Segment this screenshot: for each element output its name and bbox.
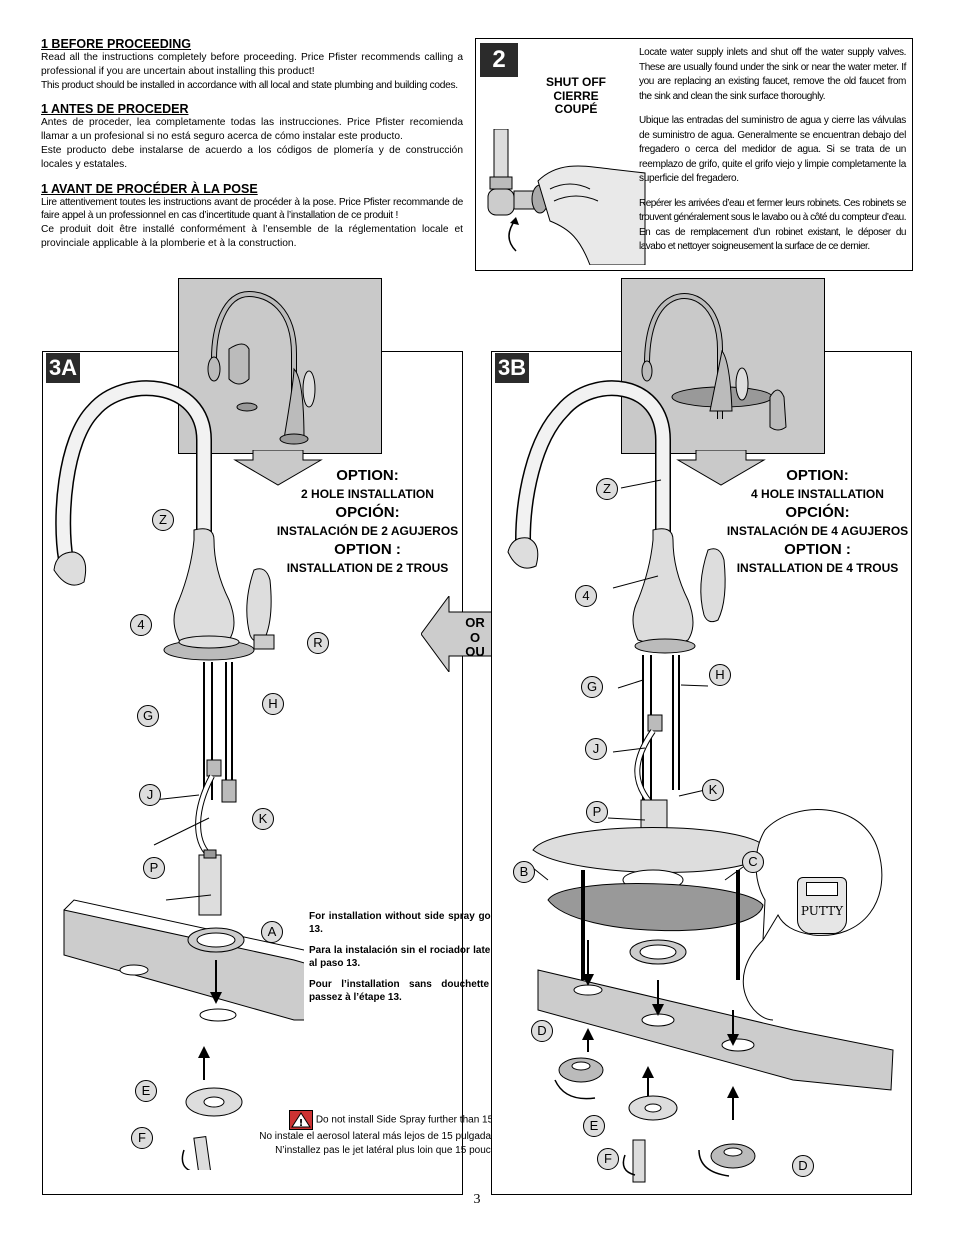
option-en-sub: 2 HOLE INSTALLATION (301, 487, 434, 501)
step-2-panel: 2 SHUT OFF CIERRE COUPÉ Locate water sup… (475, 38, 913, 271)
shutoff-valve-illustration (487, 129, 646, 265)
before-fr-title: 1 AVANT DE PROCÉDER À LA POSE (41, 181, 258, 196)
step-3a-faucet-illustration (53, 380, 304, 1170)
svg-text:!: ! (299, 1118, 304, 1129)
label-g-3b: G (581, 676, 603, 698)
step-3b-down-arrow (676, 450, 766, 486)
label-c-3b: C (742, 851, 764, 873)
step-3a-option-block: OPTION: 2 HOLE INSTALLATION OPCIÓN: INST… (270, 466, 465, 577)
option-es-sub-3b: INSTALACIÓN DE 4 AGUJEROS (726, 524, 909, 538)
step-2-number: 2 (480, 43, 518, 77)
before-en-text-2: This product should be installed in acco… (41, 79, 458, 91)
label-4-3b: 4 (575, 585, 597, 607)
label-p-3a: P (143, 857, 165, 879)
label-j-3b: J (585, 738, 607, 760)
before-en-title: 1 BEFORE PROCEEDING (41, 37, 192, 51)
step-3a-number: 3A (46, 353, 80, 383)
label-f-3a: F (131, 1127, 153, 1149)
before-en-text-1: Read all the instructions completely bef… (41, 52, 463, 77)
step-3a-down-arrow (233, 450, 323, 486)
option-fr-sub-3b: INSTALLATION DE 4 TROUS (736, 561, 899, 575)
label-k-3b: K (702, 779, 724, 801)
note-fr: Pour l’installation sans douchette latér… (309, 979, 528, 1003)
option-fr-heading: OPTION : (334, 541, 401, 558)
label-p-3b: P (586, 801, 608, 823)
warning-en: Do not install Side Spray further than 1… (315, 1114, 551, 1126)
label-g-3a: G (137, 705, 159, 727)
option-en-heading: OPTION: (336, 467, 399, 484)
label-b-3b: B (513, 861, 535, 883)
page-number: 3 (473, 1192, 481, 1207)
label-f-3b: F (597, 1148, 619, 1170)
warning-fr: N’installez pas le jet latéral plus loin… (275, 1145, 537, 1156)
option-fr-heading-3b: OPTION : (784, 541, 851, 558)
label-a-3a: A (261, 921, 283, 943)
label-z-3b: Z (596, 478, 618, 500)
putty-jar: PUTTY (797, 877, 847, 934)
before-proceeding-section: 1 BEFORE PROCEEDING Read all the instruc… (41, 37, 463, 251)
shutoff-label: SHUT OFF CIERRE COUPÉ (546, 75, 606, 116)
before-fr-text-2: Ce produit doit être installé conforméme… (41, 224, 463, 249)
note-es: Para la instalación sin el rociador late… (309, 945, 528, 969)
putty-label: PUTTY (800, 904, 844, 918)
step-3a-panel (42, 351, 463, 1195)
before-es-text-1: Antes de proceder, lea completamente tod… (41, 117, 463, 143)
before-es-text-2: Este producto debe instalarse de acuerdo… (41, 144, 463, 170)
before-fr-text-1: Lire attentivement toutes les instructio… (41, 196, 463, 222)
label-h-3a: H (262, 693, 284, 715)
label-k-3a: K (252, 808, 274, 830)
step-2-es: Ubique las entradas del suministro de ag… (639, 115, 906, 184)
label-z-3a: Z (152, 509, 174, 531)
option-fr-sub: INSTALLATION DE 2 TROUS (286, 561, 449, 575)
side-spray-note: For installation without side spray go t… (309, 910, 528, 1012)
option-en-heading-3b: OPTION: (786, 467, 849, 484)
warning-triangle-icon: ! (289, 1110, 314, 1130)
label-e-3b: E (583, 1115, 605, 1137)
warning-es: No instale el aerosol lateral más lejos … (259, 1131, 553, 1142)
option-es-heading: OPCIÓN: (335, 504, 400, 521)
label-d-3b-right: D (792, 1155, 814, 1177)
step-3a-thumbnail (178, 278, 382, 454)
step-2-fr: Repérer les arrivées d’eau et fermer leu… (639, 197, 907, 253)
step-2-text: Locate water supply inlets and shut off … (639, 46, 907, 255)
option-es-sub: INSTALACIÓN DE 2 AGUJEROS (276, 524, 459, 538)
step-3b-faucet-illustration (507, 380, 894, 1183)
warning-note: ! Do not install Side Spray further than… (238, 1110, 574, 1158)
label-d-3b-left: D (531, 1020, 553, 1042)
step-3b-number: 3B (495, 353, 529, 383)
step-2-en: Locate water supply inlets and shut off … (639, 47, 906, 102)
label-4-3a: 4 (130, 614, 152, 636)
note-en: For installation without side spray go t… (309, 911, 528, 935)
label-e-3a: E (135, 1080, 157, 1102)
option-en-sub-3b: 4 HOLE INSTALLATION (751, 487, 884, 501)
option-es-heading-3b: OPCIÓN: (785, 504, 850, 521)
label-j-3a: J (139, 784, 161, 806)
step-3b-thumbnail (621, 278, 825, 454)
step-3b-option-block: OPTION: 4 HOLE INSTALLATION OPCIÓN: INST… (720, 466, 915, 577)
before-es-title: 1 ANTES DE PROCEDER (41, 102, 189, 117)
label-r-3a: R (307, 632, 329, 654)
label-h-3b: H (709, 664, 731, 686)
